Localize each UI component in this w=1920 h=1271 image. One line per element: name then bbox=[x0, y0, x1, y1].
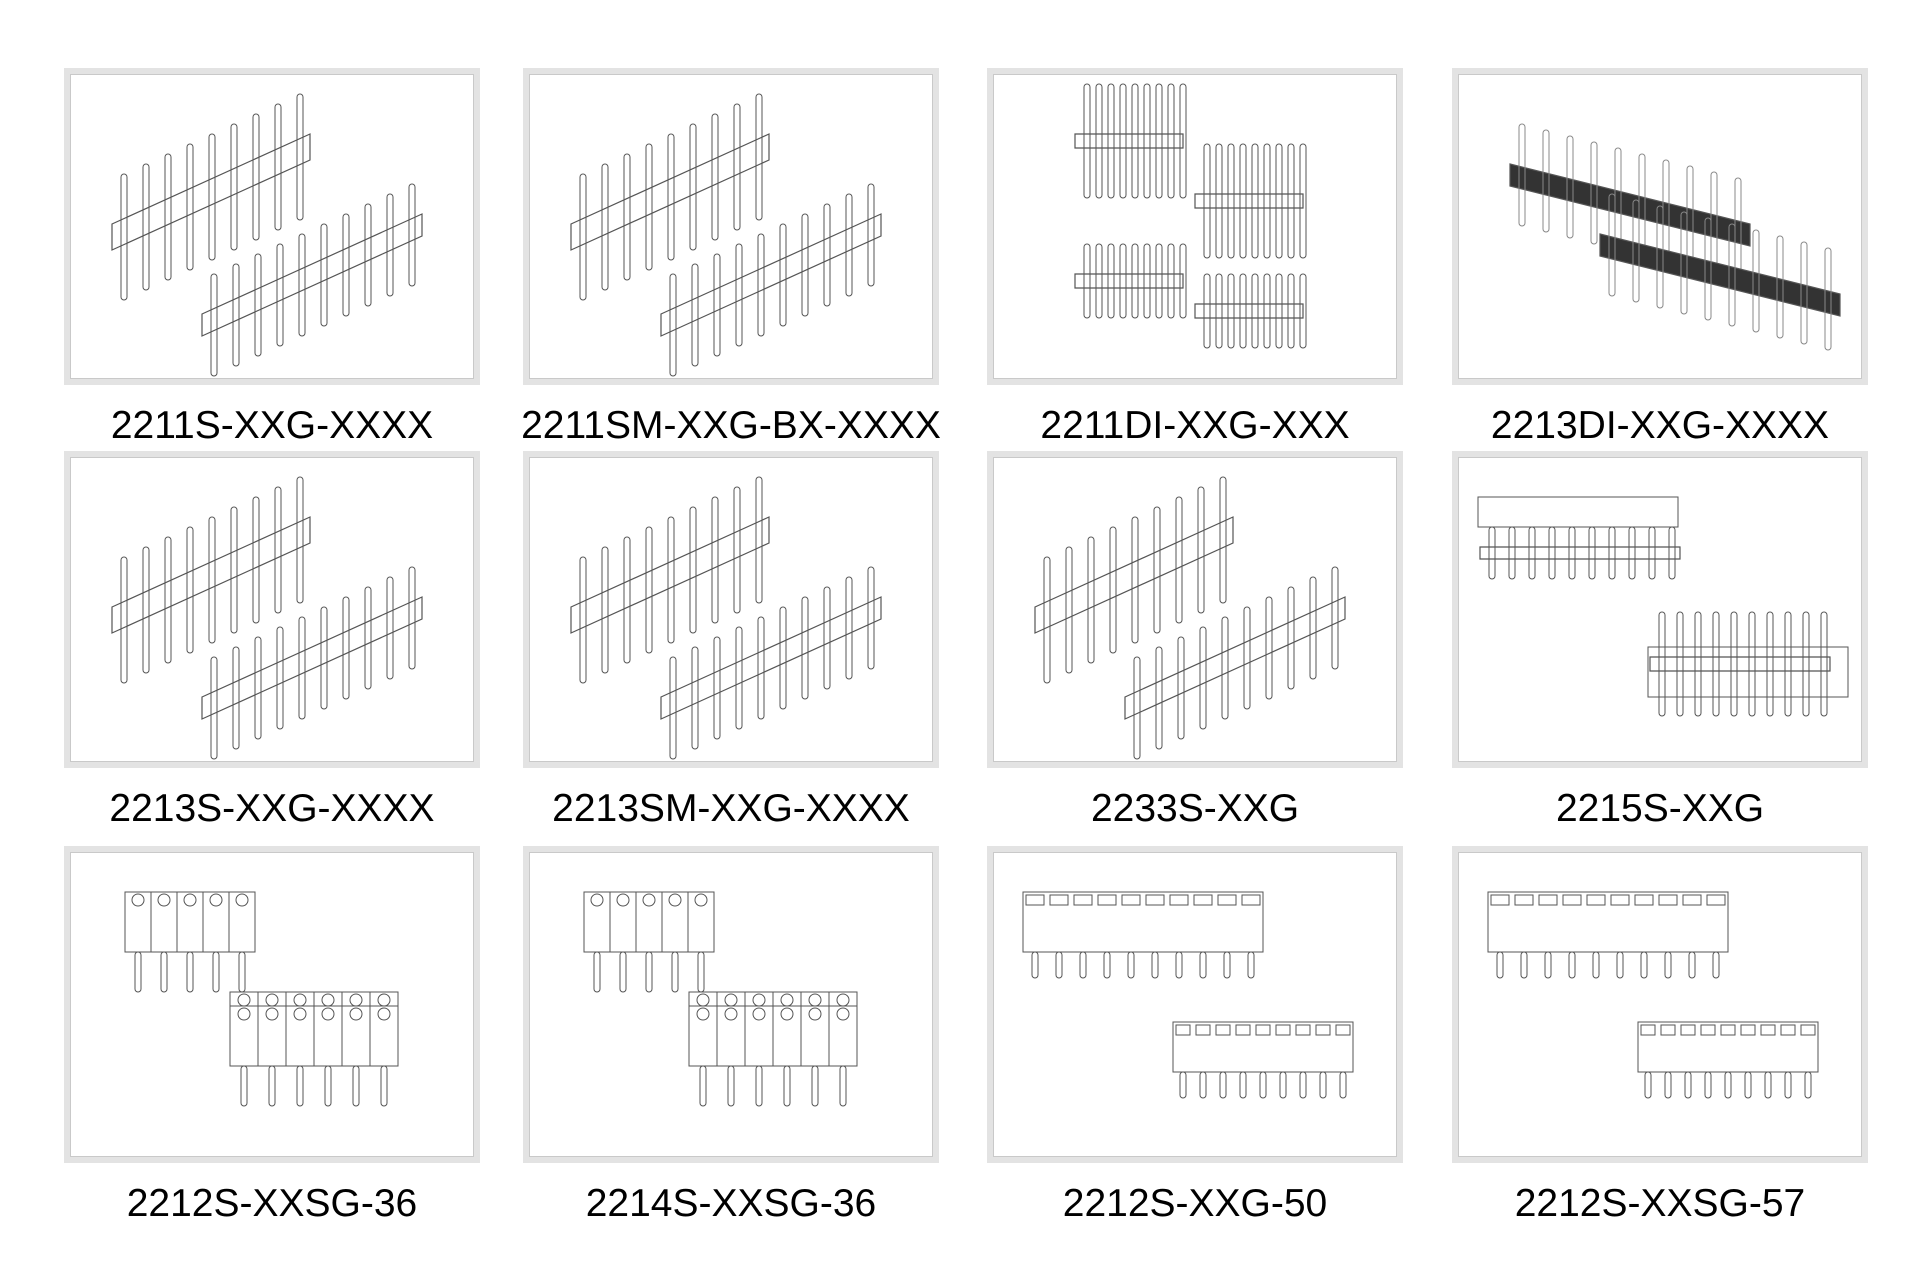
product-card[interactable]: 2212S-XXG-50 bbox=[987, 846, 1403, 1225]
product-card[interactable]: 2211S-XXG-XXXX bbox=[64, 68, 480, 447]
product-label[interactable]: 2212S-XXG-50 bbox=[1062, 1182, 1328, 1225]
connector-image bbox=[1509, 123, 1841, 351]
product-card[interactable]: 2213S-XXG-XXXX bbox=[64, 451, 480, 830]
product-label[interactable]: 2213SM-XXG-XXXX bbox=[552, 787, 910, 830]
product-label[interactable]: 2213S-XXG-XXXX bbox=[109, 787, 435, 830]
product-label[interactable]: 2212S-XXSG-36 bbox=[126, 1182, 418, 1225]
product-label[interactable]: 2215S-XXG bbox=[1555, 787, 1765, 830]
product-image-frame[interactable] bbox=[1452, 451, 1868, 768]
product-image-frame[interactable] bbox=[523, 846, 939, 1163]
product-label[interactable]: 2233S-XXG bbox=[1090, 787, 1300, 830]
product-label[interactable]: 2214S-XXSG-36 bbox=[585, 1182, 877, 1225]
product-image-frame[interactable] bbox=[987, 68, 1403, 385]
connector-image bbox=[583, 891, 858, 1107]
connector-image bbox=[570, 476, 882, 760]
connector-image bbox=[1477, 496, 1849, 717]
connector-image bbox=[1022, 891, 1354, 1099]
connector-image bbox=[570, 93, 882, 377]
product-label[interactable]: 2211SM-XXG-BX-XXXX bbox=[521, 404, 941, 447]
connector-image bbox=[111, 476, 423, 760]
product-card[interactable]: 2212S-XXSG-36 bbox=[64, 846, 480, 1225]
connector-image bbox=[111, 93, 423, 377]
connector-image bbox=[1487, 891, 1819, 1099]
connector-image bbox=[1074, 83, 1307, 349]
product-card[interactable]: 2215S-XXG bbox=[1452, 451, 1868, 830]
product-label[interactable]: 2211S-XXG-XXXX bbox=[110, 404, 434, 447]
product-image-frame[interactable] bbox=[987, 846, 1403, 1163]
product-card[interactable]: 2213SM-XXG-XXXX bbox=[523, 451, 939, 830]
product-card[interactable]: 2214S-XXSG-36 bbox=[523, 846, 939, 1225]
product-image-frame[interactable] bbox=[64, 451, 480, 768]
product-image-frame[interactable] bbox=[1452, 68, 1868, 385]
connector-image bbox=[1034, 476, 1346, 760]
product-card[interactable]: 2211SM-XXG-BX-XXXX bbox=[521, 68, 941, 447]
product-label[interactable]: 2212S-XXSG-57 bbox=[1514, 1182, 1806, 1225]
product-card[interactable]: 2211DI-XXG-XXX bbox=[987, 68, 1403, 447]
product-card[interactable]: 2233S-XXG bbox=[987, 451, 1403, 830]
product-image-frame[interactable] bbox=[987, 451, 1403, 768]
product-image-frame[interactable] bbox=[64, 68, 480, 385]
product-image-frame[interactable] bbox=[523, 68, 939, 385]
product-image-frame[interactable] bbox=[64, 846, 480, 1163]
product-label[interactable]: 2213DI-XXG-XXXX bbox=[1490, 404, 1830, 447]
product-image-frame[interactable] bbox=[1452, 846, 1868, 1163]
product-card[interactable]: 2212S-XXSG-57 bbox=[1452, 846, 1868, 1225]
product-card[interactable]: 2213DI-XXG-XXXX bbox=[1452, 68, 1868, 447]
connector-image bbox=[124, 891, 399, 1107]
product-label[interactable]: 2211DI-XXG-XXX bbox=[1040, 404, 1350, 447]
product-image-frame[interactable] bbox=[523, 451, 939, 768]
